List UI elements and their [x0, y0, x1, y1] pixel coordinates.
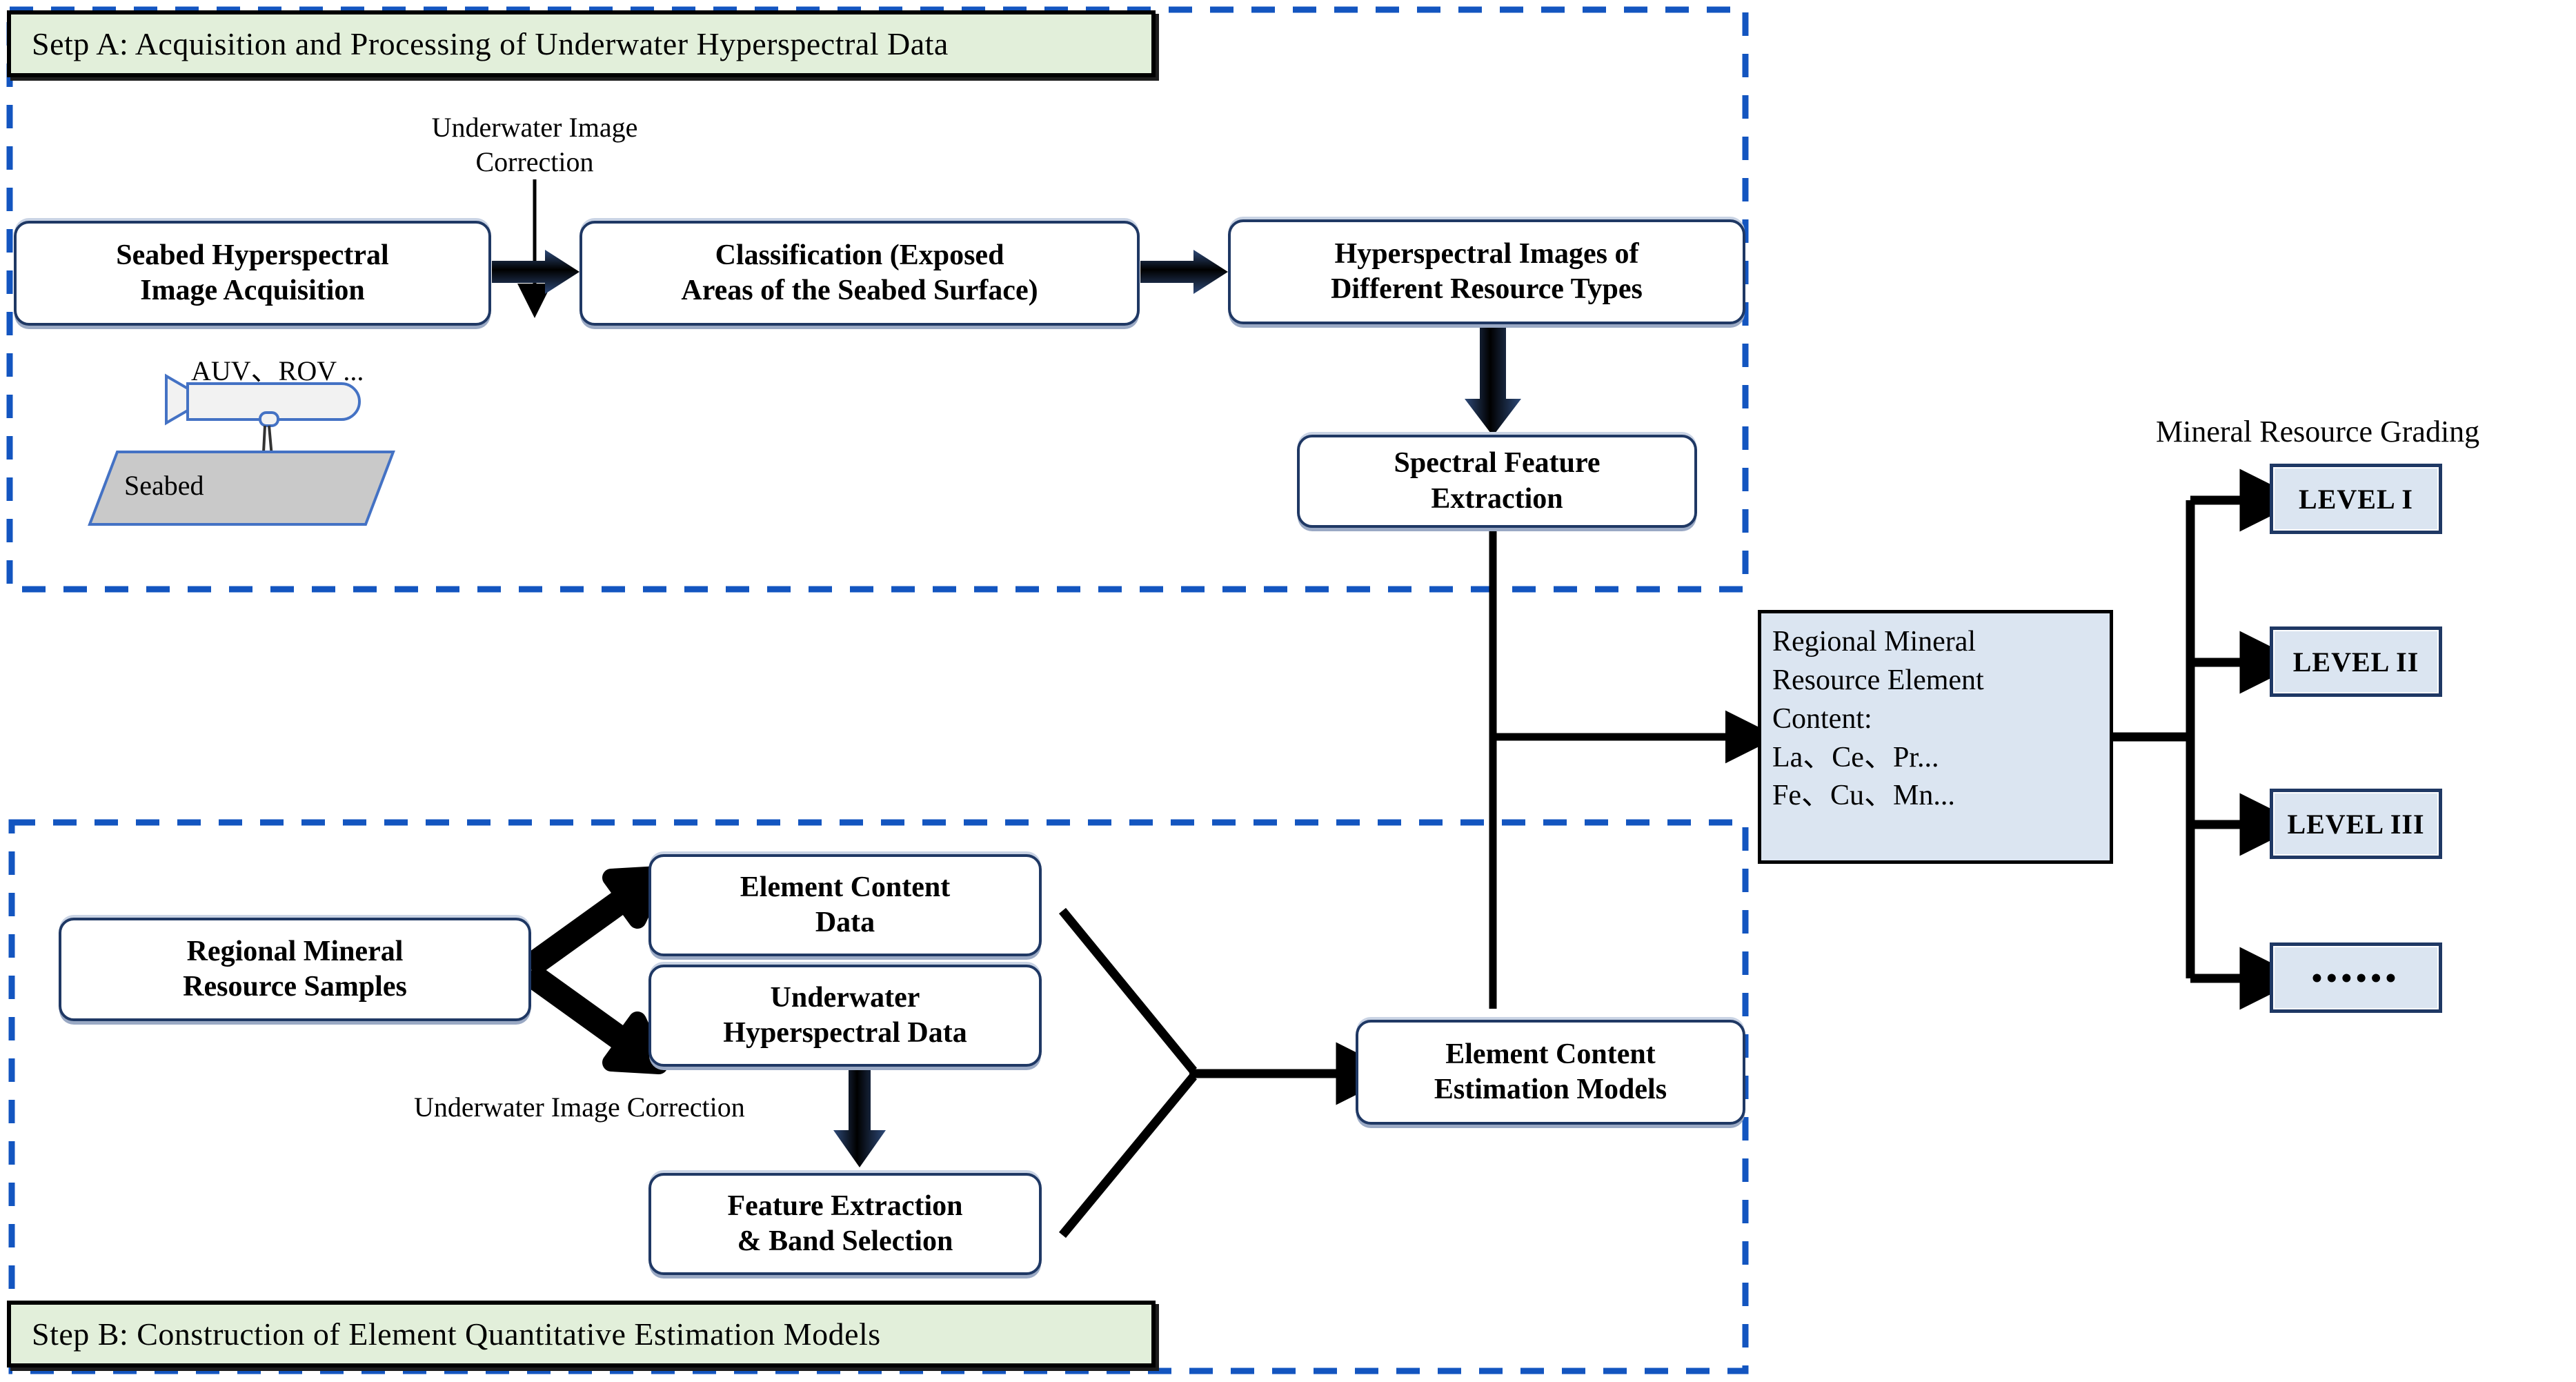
- seabed-plane-icon: [88, 451, 395, 526]
- level-box-4[interactable]: ••••••: [2270, 942, 2442, 1013]
- auv-sensor-pod-icon: [259, 411, 279, 427]
- node-spectral-feature-extraction[interactable]: Spectral Feature Extraction: [1297, 435, 1697, 528]
- edge-label-underwater-image-correction-top: Underwater Image Correction: [390, 110, 680, 179]
- node-underwater-hyperspectral-data-label: Underwater Hyperspectral Data: [723, 981, 967, 1049]
- node-spectral-feature-extraction-label: Spectral Feature Extraction: [1394, 447, 1601, 515]
- level-box-3[interactable]: LEVEL III: [2270, 789, 2442, 859]
- content-line-2: Resource Element: [1772, 664, 1984, 696]
- edge-label-bottom-text: Underwater Image Correction: [414, 1092, 745, 1123]
- level-box-2[interactable]: LEVEL II: [2270, 626, 2442, 697]
- step-b-banner-label: Step B: Construction of Element Quantita…: [32, 1316, 881, 1352]
- level-box-1[interactable]: LEVEL I: [2270, 464, 2442, 534]
- edge-febs-to-models: [1058, 1073, 1198, 1238]
- level-box-4-label: ••••••: [2311, 960, 2401, 995]
- node-classification-label: Classification (Exposed Areas of the Sea…: [681, 239, 1038, 306]
- content-line-4: La、Ce、Pr...: [1772, 741, 1939, 773]
- node-feature-extraction-band-selection-label: Feature Extraction & Band Selection: [727, 1189, 963, 1257]
- auv-rov-label: AUV、ROV ...: [191, 348, 364, 388]
- node-hyperspectral-images-label: Hyperspectral Images of Different Resour…: [1331, 237, 1643, 305]
- seabed-label: Seabed: [124, 469, 204, 502]
- step-b-banner: Step B: Construction of Element Quantita…: [7, 1301, 1156, 1368]
- auv-illustration: [88, 373, 395, 526]
- regional-mineral-content-box[interactable]: Regional Mineral Resource Element Conten…: [1758, 610, 2113, 864]
- node-feature-extraction-band-selection[interactable]: Feature Extraction & Band Selection: [648, 1173, 1042, 1275]
- node-classification[interactable]: Classification (Exposed Areas of the Sea…: [579, 221, 1140, 326]
- node-element-content-data[interactable]: Element Content Data: [648, 854, 1042, 956]
- edge-label-underwater-image-correction-bottom: Underwater Image Correction: [414, 1090, 869, 1125]
- node-element-content-estimation-models-label: Element Content Estimation Models: [1434, 1038, 1667, 1105]
- content-line-1: Regional Mineral: [1772, 626, 1976, 658]
- node-seabed-acquisition[interactable]: Seabed Hyperspectral Image Acquisition: [14, 221, 491, 326]
- edge-ecd-to-models: [1058, 907, 1198, 1074]
- node-hyperspectral-images[interactable]: Hyperspectral Images of Different Resour…: [1228, 219, 1745, 324]
- edge-classification-to-images: [1140, 250, 1228, 294]
- auv-rov-label-text: AUV、ROV ...: [191, 355, 364, 386]
- level-box-3-label: LEVEL III: [2287, 808, 2425, 840]
- step-a-banner: Setp A: Acquisition and Processing of Un…: [7, 10, 1156, 77]
- level-box-2-label: LEVEL II: [2292, 646, 2419, 678]
- edge-samples-to-element-content: [524, 866, 668, 973]
- node-seabed-acquisition-label: Seabed Hyperspectral Image Acquisition: [116, 239, 389, 306]
- seabed-label-text: Seabed: [124, 470, 204, 501]
- mineral-resource-grading-title: Mineral Resource Grading: [2156, 414, 2479, 449]
- node-underwater-hyperspectral-data[interactable]: Underwater Hyperspectral Data: [648, 965, 1042, 1067]
- level-box-1-label: LEVEL I: [2299, 483, 2413, 515]
- content-line-5: Fe、Cu、Mn...: [1772, 780, 1955, 812]
- edge-label-top-text: Underwater Image Correction: [431, 112, 638, 177]
- mineral-resource-grading-title-text: Mineral Resource Grading: [2156, 415, 2480, 448]
- step-a-banner-label: Setp A: Acquisition and Processing of Un…: [32, 26, 949, 61]
- node-regional-samples[interactable]: Regional Mineral Resource Samples: [59, 918, 531, 1021]
- edge-images-to-spectral: [1465, 324, 1521, 436]
- auv-tail-fin-icon: [165, 373, 189, 426]
- edge-acq-to-classification: [492, 250, 579, 294]
- edge-samples-to-underwater-data: [524, 967, 668, 1074]
- node-regional-samples-label: Regional Mineral Resource Samples: [183, 935, 407, 1003]
- edge-underwater-to-feature: [833, 1056, 886, 1167]
- node-element-content-data-label: Element Content Data: [740, 871, 951, 938]
- step-b-dashed-region: [8, 819, 1749, 1374]
- content-line-3: Content:: [1772, 702, 1872, 735]
- node-element-content-estimation-models[interactable]: Element Content Estimation Models: [1356, 1020, 1745, 1125]
- auv-body-icon: [186, 382, 361, 421]
